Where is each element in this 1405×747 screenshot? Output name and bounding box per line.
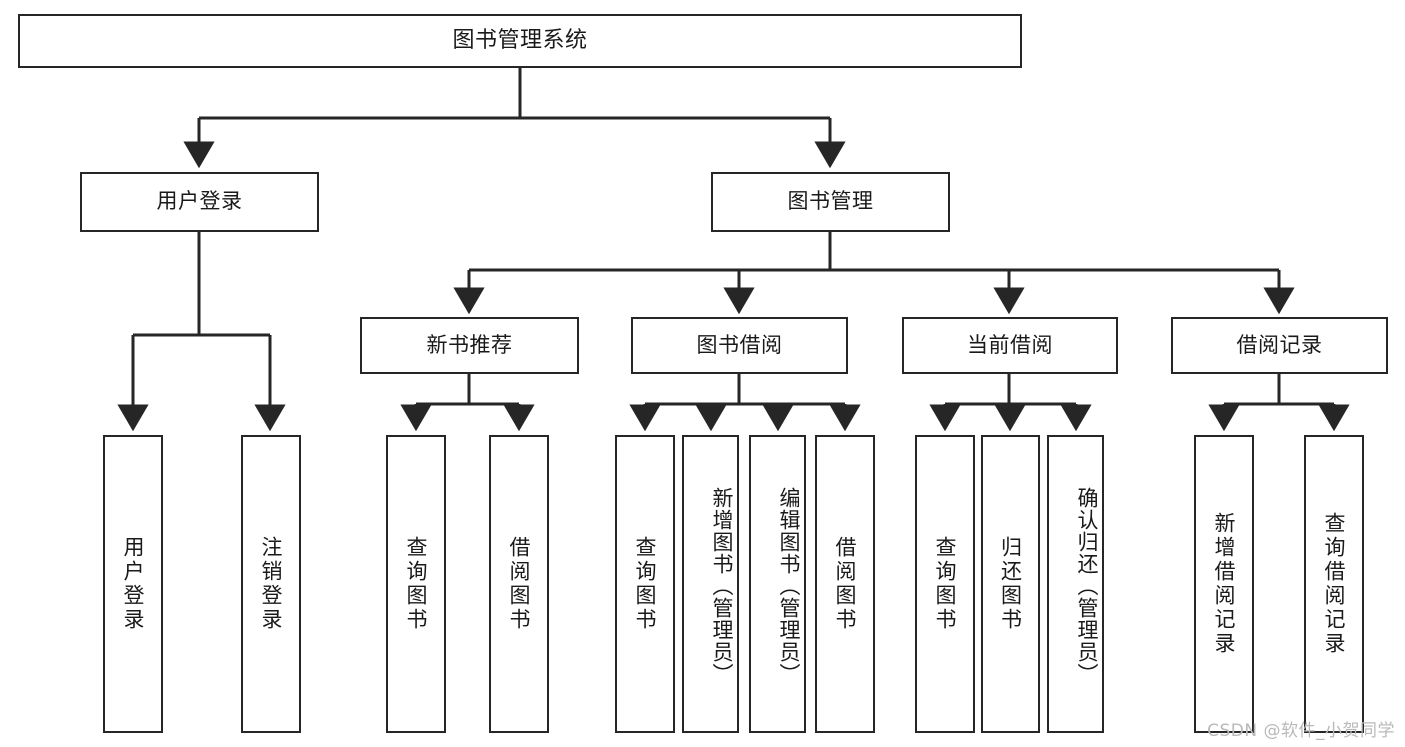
node-leaf-user-login[interactable]: 用户登录 [103,435,163,733]
node-leaf-query-record[interactable]: 查询借阅记录 [1304,435,1364,733]
node-root-label: 图书管理系统 [452,27,588,53]
node-leaf-edit-book-admin-label: 编辑图书（管理员） [777,487,801,685]
node-user-login-label: 用户登录 [156,189,243,214]
node-book-manage[interactable]: 图书管理 [711,172,950,232]
node-leaf-borrow-book-1-label: 借阅图书 [507,536,531,632]
node-current-borrow-label: 当前借阅 [967,332,1053,357]
watermark-text: CSDN @软件_小贺同学 [1207,721,1395,741]
node-current-borrow[interactable]: 当前借阅 [902,317,1118,374]
node-leaf-query-book-2-label: 查询图书 [633,536,657,632]
node-leaf-query-book-3-label: 查询图书 [933,536,957,632]
node-leaf-logout[interactable]: 注销登录 [241,435,301,733]
node-leaf-add-record-label: 新增借阅记录 [1212,512,1236,656]
node-new-book-rec[interactable]: 新书推荐 [360,317,579,374]
node-leaf-edit-book-admin[interactable]: 编辑图书（管理员） [749,435,806,733]
node-leaf-logout-label: 注销登录 [259,536,283,632]
node-leaf-borrow-book-2[interactable]: 借阅图书 [815,435,875,733]
node-book-borrow[interactable]: 图书借阅 [631,317,848,374]
node-leaf-confirm-return-admin[interactable]: 确认归还（管理员） [1047,435,1104,733]
node-borrow-record-label: 借阅记录 [1236,332,1323,357]
node-new-book-rec-label: 新书推荐 [426,332,513,357]
node-leaf-return-book-label: 归还图书 [998,536,1023,632]
node-root[interactable]: 图书管理系统 [18,14,1022,68]
node-user-login[interactable]: 用户登录 [80,172,319,232]
node-book-manage-label: 图书管理 [787,189,874,214]
node-leaf-borrow-book-1[interactable]: 借阅图书 [489,435,549,733]
node-borrow-record[interactable]: 借阅记录 [1171,317,1388,374]
node-leaf-add-book-admin[interactable]: 新增图书（管理员） [682,435,739,733]
node-book-borrow-label: 图书借阅 [696,332,783,357]
node-leaf-query-book-1[interactable]: 查询图书 [386,435,446,733]
node-leaf-query-book-1-label: 查询图书 [404,536,428,632]
node-leaf-add-record[interactable]: 新增借阅记录 [1194,435,1254,733]
node-leaf-add-book-admin-label: 新增图书（管理员） [710,487,734,685]
node-leaf-query-book-3[interactable]: 查询图书 [915,435,975,733]
node-leaf-query-record-label: 查询借阅记录 [1322,512,1346,656]
node-leaf-return-book[interactable]: 归还图书 [981,435,1040,733]
node-leaf-query-book-2[interactable]: 查询图书 [615,435,675,733]
node-leaf-user-login-label: 用户登录 [121,536,145,632]
node-leaf-confirm-return-admin-label: 确认归还（管理员） [1075,487,1099,685]
node-leaf-borrow-book-2-label: 借阅图书 [833,536,857,632]
